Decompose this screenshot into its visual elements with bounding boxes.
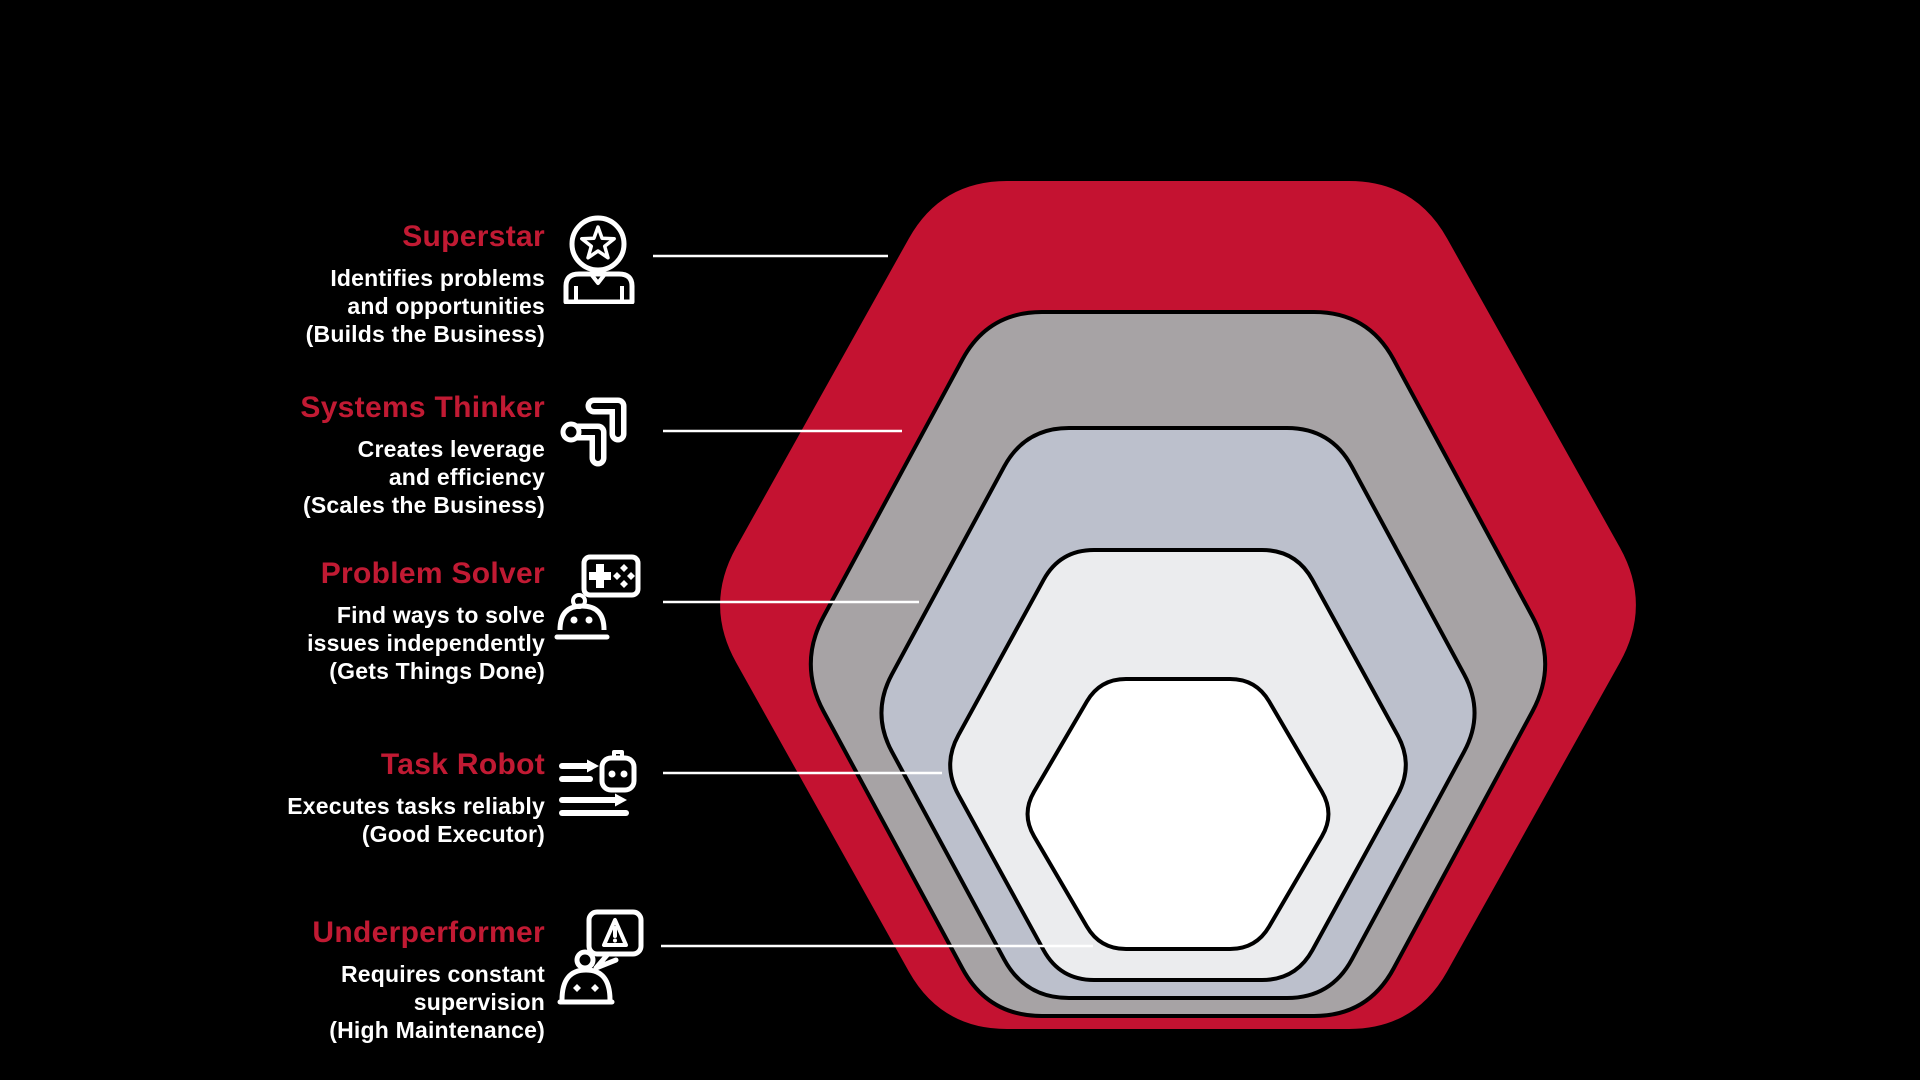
entry-superstar: Superstar Identifies problems and opport… bbox=[95, 220, 545, 348]
entry-title: Underperformer bbox=[312, 916, 545, 949]
alert-bubble-robot-icon bbox=[557, 909, 644, 1005]
entry-problem-solver: Problem Solver Find ways to solve issues… bbox=[95, 557, 545, 685]
entry-task-robot: Task Robot Executes tasks reliably (Good… bbox=[95, 748, 545, 848]
entry-title: Superstar bbox=[402, 220, 545, 253]
entry-description: Identifies problems and opportunities (B… bbox=[305, 265, 545, 347]
entry-systems-thinker: Systems Thinker Creates leverage and eff… bbox=[95, 391, 545, 519]
systems-pipes-icon bbox=[560, 397, 627, 467]
entry-description: Find ways to solve issues independently … bbox=[307, 602, 545, 684]
entry-title: Systems Thinker bbox=[300, 391, 545, 424]
entry-title: Problem Solver bbox=[320, 557, 545, 590]
gamepad-person-icon bbox=[554, 554, 641, 640]
entry-description: Requires constant supervision (High Main… bbox=[329, 961, 545, 1043]
hexagon-level-underperformer bbox=[1025, 677, 1331, 951]
entry-underperformer: Underperformer Requires constant supervi… bbox=[95, 916, 545, 1044]
entry-description: Creates leverage and efficiency (Scales … bbox=[303, 436, 545, 518]
superstar-person-star-icon bbox=[563, 215, 635, 304]
entry-title: Task Robot bbox=[380, 748, 545, 781]
entry-description: Executes tasks reliably (Good Executor) bbox=[287, 793, 545, 847]
task-list-robot-icon bbox=[559, 750, 637, 816]
